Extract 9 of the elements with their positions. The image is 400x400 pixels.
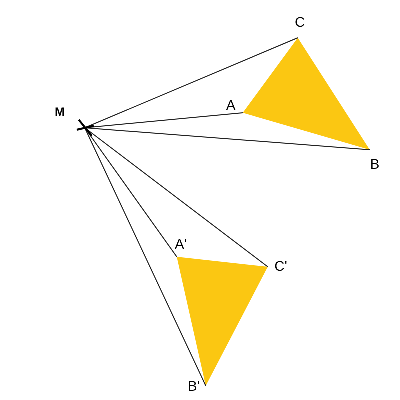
point-label: B' bbox=[182, 378, 206, 396]
point-label: C bbox=[290, 14, 310, 38]
point-label: C' bbox=[268, 258, 294, 276]
point-label: A bbox=[219, 97, 243, 113]
triangle-shape bbox=[243, 38, 370, 150]
line bbox=[84, 128, 206, 386]
point-label: B bbox=[364, 150, 386, 172]
point-label: A' bbox=[170, 236, 192, 257]
point-label: M bbox=[55, 104, 85, 128]
